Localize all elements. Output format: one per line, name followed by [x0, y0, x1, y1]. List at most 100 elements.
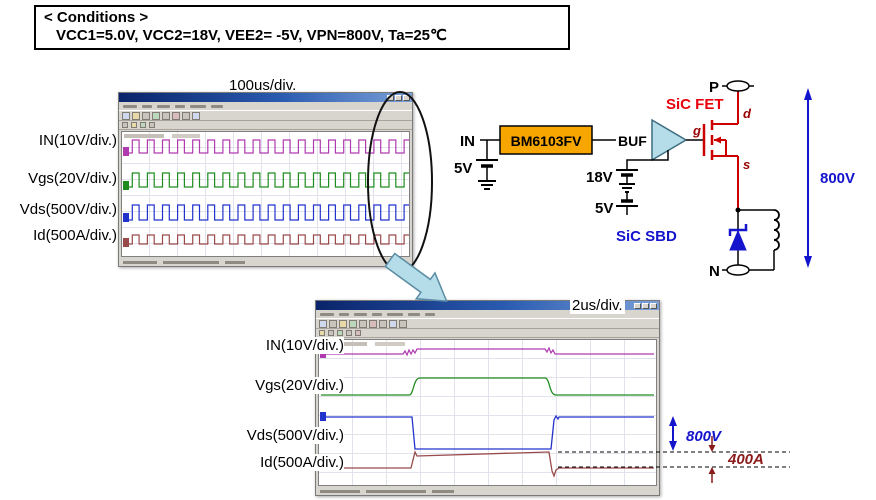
- scope2-ch-in-label: IN(10V/div.): [216, 337, 344, 354]
- trace-vgs: [124, 172, 412, 188]
- scope1-titlebar[interactable]: [119, 93, 412, 102]
- scope1-menubar[interactable]: [119, 102, 412, 110]
- toolbar-icon[interactable]: [379, 319, 387, 328]
- wire: [626, 150, 669, 169]
- bus-voltage-label: 800V: [820, 170, 855, 187]
- toolbar-icon[interactable]: [132, 111, 140, 120]
- toolbar-icon[interactable]: [389, 319, 397, 328]
- circuit-18v-label: 18V: [586, 169, 613, 186]
- scope2-menubar[interactable]: [316, 310, 659, 318]
- toolbar-icon[interactable]: [329, 319, 337, 328]
- minimize-icon[interactable]: [387, 94, 394, 101]
- scope2-toolbar-2[interactable]: [316, 329, 659, 338]
- scope2-timebase-label: 2us/div.: [570, 297, 625, 314]
- toolbar-icon[interactable]: [349, 319, 357, 328]
- toolbar-icon[interactable]: [182, 111, 190, 120]
- toolbar-icon[interactable]: [399, 319, 407, 328]
- scope2-ch-vds-label: Vds(500V/div.): [216, 427, 344, 444]
- label-backplate: [616, 132, 652, 148]
- toolbar-icon[interactable]: [328, 330, 334, 336]
- id-swing-arrows: [708, 436, 716, 483]
- scope2-toolbar[interactable]: [316, 318, 659, 329]
- readout-bar: [321, 342, 367, 346]
- terminal-p: [726, 80, 750, 92]
- minimize-icon[interactable]: [634, 302, 641, 309]
- trace-in: [124, 139, 412, 154]
- toolbar-icon[interactable]: [140, 122, 146, 128]
- driver-ic-box: [499, 125, 593, 155]
- scope1-toolbar-2[interactable]: [119, 121, 412, 130]
- sic-fet-symbol: [702, 88, 739, 210]
- toolbar-icon[interactable]: [149, 122, 155, 128]
- bus-voltage-arrow: [804, 88, 812, 268]
- toolbar-icon[interactable]: [122, 111, 130, 120]
- battery-5v-left: [476, 159, 498, 181]
- node-p-label: P: [709, 79, 719, 96]
- vds-swing-arrow: [669, 416, 677, 451]
- toolbar-icon[interactable]: [162, 111, 170, 120]
- scope1-toolbar[interactable]: [119, 110, 412, 121]
- conditions-body: VCC1=5.0V, VCC2=18V, VEE2= -5V, VPN=800V…: [56, 27, 447, 44]
- circuit-diagram: IN 5V BM6103FV BUF 18V 5V: [454, 79, 855, 280]
- toolbar-icon[interactable]: [339, 319, 347, 328]
- buffer-label: BUF: [618, 133, 647, 149]
- ground-icon: [478, 180, 496, 190]
- toolbar-icon[interactable]: [355, 330, 361, 336]
- toolbar-icon[interactable]: [337, 330, 343, 336]
- scope2-window: [315, 300, 660, 496]
- readout-bar: [172, 134, 200, 138]
- battery-18v: [616, 169, 638, 184]
- circuit-in-label: IN: [460, 133, 475, 150]
- scope1-window: [118, 92, 413, 267]
- toolbar-icon[interactable]: [142, 111, 150, 120]
- toolbar-icon[interactable]: [319, 330, 325, 336]
- scope1-ch-vgs-label: Vgs(20V/div.): [28, 170, 117, 187]
- conditions-title: < Conditions >: [44, 9, 149, 26]
- fet-drain-label: d: [743, 106, 752, 121]
- ch1-marker: [123, 147, 129, 156]
- trace-in: [321, 346, 654, 357]
- maximize-icon[interactable]: [642, 302, 649, 309]
- maximize-icon[interactable]: [395, 94, 402, 101]
- close-icon[interactable]: [650, 302, 657, 309]
- trace-id: [321, 450, 654, 478]
- ch3-marker: [123, 213, 129, 222]
- toolbar-icon[interactable]: [172, 111, 180, 120]
- toolbar-icon[interactable]: [346, 330, 352, 336]
- toolbar-icon[interactable]: [131, 122, 137, 128]
- scope1-timebase-label: 100us/div.: [229, 77, 297, 94]
- toolbar-icon[interactable]: [369, 319, 377, 328]
- vds-swing-label: 800V: [686, 428, 723, 445]
- driver-ic-label: BM6103FV: [511, 133, 582, 149]
- scope2-ch-id-label: Id(500A/div.): [230, 454, 344, 471]
- scope1-ch-id-label: Id(500A/div.): [33, 227, 117, 244]
- inductor-coil: [773, 209, 780, 251]
- sic-sbd-label: SiC SBD: [616, 228, 677, 245]
- scope2-titlebar[interactable]: [316, 301, 659, 310]
- trace-vds: [124, 204, 412, 221]
- scope1-statusbar: [119, 258, 412, 266]
- toolbar-icon[interactable]: [319, 319, 327, 328]
- circuit-5v-right-label: 5V: [595, 200, 613, 217]
- terminal-n: [726, 264, 750, 276]
- toolbar-icon[interactable]: [122, 122, 128, 128]
- junction-dot: [735, 207, 741, 213]
- toolbar-icon[interactable]: [192, 111, 200, 120]
- circuit-5v-left-label: 5V: [454, 160, 472, 177]
- battery-5v-neg: [616, 193, 638, 215]
- toolbar-icon[interactable]: [152, 111, 160, 120]
- scope1-plot-area: [121, 131, 412, 257]
- ch2-marker: [123, 181, 129, 190]
- node-n-label: N: [709, 263, 720, 280]
- fet-gate-label: g: [692, 123, 701, 138]
- id-swing-label: 400A: [727, 451, 764, 468]
- toolbar-icon[interactable]: [359, 319, 367, 328]
- readout-bar: [124, 134, 164, 138]
- sic-sbd-symbol: [728, 224, 748, 251]
- trace-vgs: [321, 377, 654, 396]
- fet-source-label: s: [743, 157, 750, 172]
- close-icon[interactable]: [403, 94, 410, 101]
- scope2-statusbar: [316, 487, 659, 495]
- scope2-plot-area: [318, 339, 657, 486]
